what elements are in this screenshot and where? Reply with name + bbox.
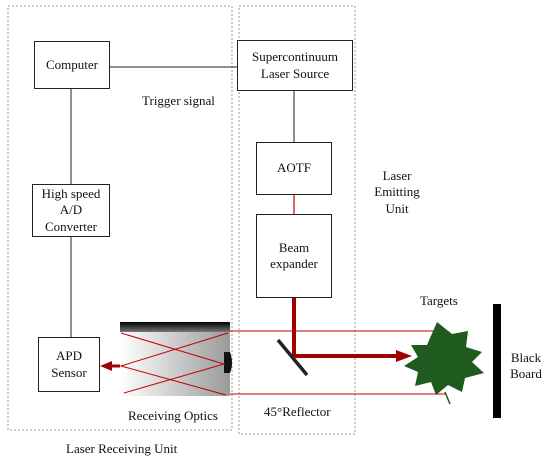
adc-box: High speed A/D Converter xyxy=(32,184,110,237)
receiving-optics-top xyxy=(120,322,230,332)
computer-label: Computer xyxy=(46,56,98,72)
reflector-mirror xyxy=(276,338,309,377)
main-beam-arrowhead xyxy=(396,350,412,362)
laser-receiving-unit-boundary xyxy=(7,5,233,431)
apd-input-arrowhead xyxy=(100,361,112,371)
target-leaf-icon xyxy=(404,322,484,405)
optics-ray-upper xyxy=(120,332,226,394)
computer-box: Computer xyxy=(34,41,110,89)
apd-sensor-label: APD Sensor xyxy=(51,348,87,380)
optics-ray-lower xyxy=(119,332,229,396)
black-board-label: Black Board xyxy=(510,350,542,382)
beam-expander-box: Beam expander xyxy=(256,214,332,298)
black-board xyxy=(493,304,501,418)
reflector-label: 45°Reflector xyxy=(264,404,331,419)
beam-expander-label: Beam expander xyxy=(270,239,318,271)
laser-receiving-unit-label: Laser Receiving Unit xyxy=(66,441,178,456)
targets-label: Targets xyxy=(420,293,458,308)
receiving-optics xyxy=(120,322,230,396)
aotf-label: AOTF xyxy=(277,160,311,176)
aotf-box: AOTF xyxy=(256,142,332,195)
receiving-optics-label: Receiving Optics xyxy=(128,408,218,423)
apd-sensor-box: APD Sensor xyxy=(38,337,100,392)
laser-source-label: Supercontinuum Laser Source xyxy=(252,49,338,81)
laser-emitting-unit-boundary xyxy=(238,5,356,435)
trigger-signal-label: Trigger signal xyxy=(142,93,215,108)
laser-source-box: Supercontinuum Laser Source xyxy=(237,40,353,91)
adc-label: High speed A/D Converter xyxy=(41,186,101,234)
receiving-lens-icon xyxy=(224,352,232,373)
laser-emitting-unit-label: Laser Emitting Unit xyxy=(374,168,420,216)
